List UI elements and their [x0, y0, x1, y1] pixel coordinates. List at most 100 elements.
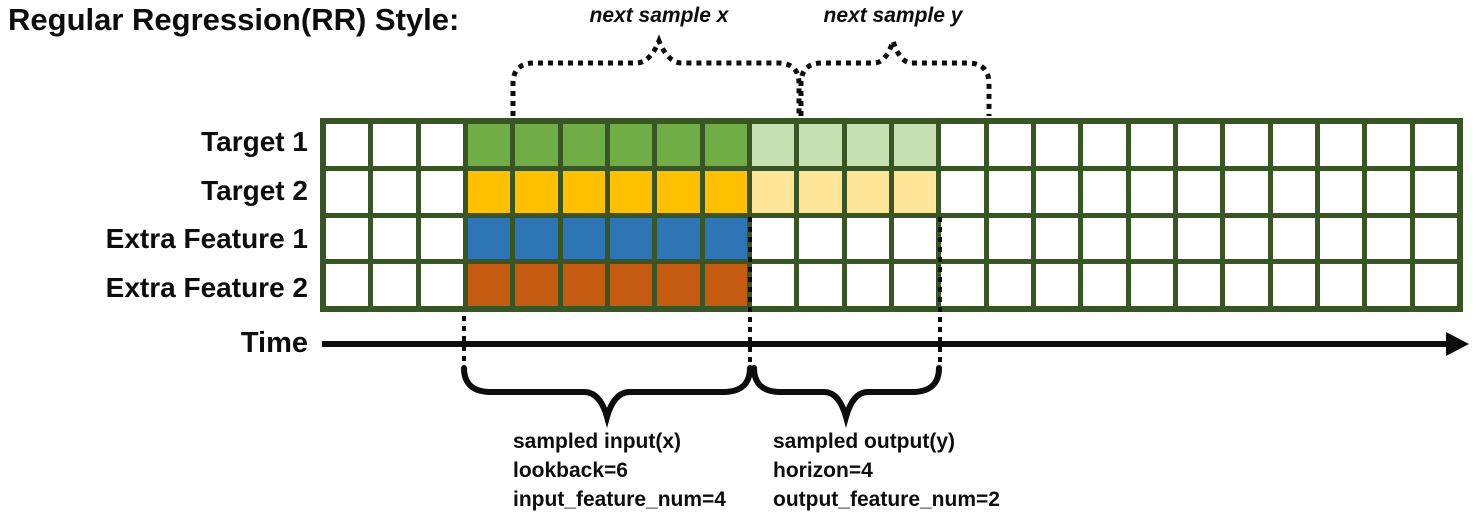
cell-r2-c3	[467, 217, 511, 260]
cell-r2-c14	[988, 217, 1031, 260]
cell-r2-c0	[326, 217, 369, 260]
cell-r0-c18	[1177, 124, 1221, 166]
cell-r2-c22	[1367, 217, 1410, 260]
cell-r3-c14	[988, 264, 1031, 306]
cell-r2-c4	[515, 217, 558, 260]
cell-r2-c15	[1035, 217, 1079, 260]
cell-r1-c11	[846, 170, 889, 213]
cell-r0-c21	[1319, 124, 1363, 166]
cell-r3-c2	[420, 264, 463, 306]
cell-r1-c2	[420, 170, 463, 213]
cell-r2-c2	[420, 217, 463, 260]
sampled-output-title: sampled output(y)	[773, 430, 955, 453]
cell-r1-c21	[1319, 170, 1363, 213]
cell-r2-c9	[751, 217, 795, 260]
cell-r0-c3	[467, 124, 511, 166]
cell-r1-c16	[1083, 170, 1126, 213]
cell-r2-c16	[1083, 217, 1126, 260]
cell-r0-c11	[846, 124, 889, 166]
sampled-output-brace	[751, 365, 942, 429]
cell-r2-c19	[1225, 217, 1268, 260]
cell-r1-c10	[799, 170, 842, 213]
page-title: Regular Regression(RR) Style:	[8, 2, 460, 37]
cell-r3-c9	[751, 264, 795, 306]
cell-r0-c0	[326, 124, 369, 166]
row-label: Extra Feature 2	[105, 271, 308, 303]
cell-r0-c13	[941, 124, 984, 166]
cell-r3-c23	[1414, 264, 1457, 306]
cell-r1-c17	[1130, 170, 1173, 213]
cell-r3-c11	[846, 264, 889, 306]
cell-r1-c7	[657, 170, 700, 213]
cell-r0-c15	[1035, 124, 1079, 166]
horizon-value: horizon=4	[773, 459, 873, 482]
cell-r3-c0	[326, 264, 369, 306]
cell-r0-c17	[1130, 124, 1173, 166]
cell-r2-c18	[1177, 217, 1221, 260]
next-sample-x-brace	[510, 34, 802, 116]
output-feature-num: output_feature_num=2	[773, 488, 1000, 511]
cell-r1-c20	[1272, 170, 1315, 213]
cell-r0-c9	[751, 124, 795, 166]
cell-r0-c22	[1367, 124, 1410, 166]
cell-r2-c21	[1319, 217, 1363, 260]
cell-r0-c14	[988, 124, 1031, 166]
cell-r0-c19	[1225, 124, 1268, 166]
cell-r2-c5	[562, 217, 605, 260]
cell-r1-c0	[326, 170, 369, 213]
next-sample-y-label: next sample y	[823, 4, 963, 27]
cell-r0-c1	[373, 124, 416, 166]
cell-r3-c20	[1272, 264, 1315, 306]
cell-r1-c8	[704, 170, 747, 213]
sampled-output-caption: sampled output(y) horizon=4 output_featu…	[773, 427, 1000, 514]
cell-r0-c23	[1414, 124, 1457, 166]
cell-r3-c10	[799, 264, 842, 306]
cell-r0-c5	[562, 124, 605, 166]
sampled-input-title: sampled input(x)	[513, 430, 682, 453]
sampled-input-caption: sampled input(x) lookback=6 input_featur…	[513, 427, 726, 514]
cell-r0-c2	[420, 124, 463, 166]
lookback-value: lookback=6	[513, 459, 628, 482]
cell-r1-c3	[467, 170, 511, 213]
cell-r3-c12	[893, 264, 937, 306]
cell-r1-c15	[1035, 170, 1079, 213]
cell-r2-c17	[1130, 217, 1173, 260]
cell-r3-c17	[1130, 264, 1173, 306]
cell-r3-c6	[609, 264, 653, 306]
cell-r1-c18	[1177, 170, 1221, 213]
cell-r1-c22	[1367, 170, 1410, 213]
cell-r3-c5	[562, 264, 605, 306]
cell-r1-c23	[1414, 170, 1457, 213]
sample-grid	[320, 118, 1463, 312]
cell-r3-c22	[1367, 264, 1410, 306]
cell-r1-c6	[609, 170, 653, 213]
cell-r1-c1	[373, 170, 416, 213]
cell-r2-c6	[609, 217, 653, 260]
cell-r0-c10	[799, 124, 842, 166]
cell-r1-c4	[515, 170, 558, 213]
cell-r3-c4	[515, 264, 558, 306]
cell-r0-c6	[609, 124, 653, 166]
cell-r3-c18	[1177, 264, 1221, 306]
cell-r1-c12	[893, 170, 937, 213]
cell-r3-c13	[941, 264, 984, 306]
cell-r1-c5	[562, 170, 605, 213]
cell-r2-c10	[799, 217, 842, 260]
row-label: Target 2	[201, 174, 308, 206]
cell-r3-c3	[467, 264, 511, 306]
cell-r2-c1	[373, 217, 416, 260]
sampled-input-brace	[461, 365, 753, 429]
cell-r0-c20	[1272, 124, 1315, 166]
cell-r0-c7	[657, 124, 700, 166]
cell-r0-c8	[704, 124, 747, 166]
cell-r1-c14	[988, 170, 1031, 213]
cell-r2-c7	[657, 217, 700, 260]
cell-r2-c23	[1414, 217, 1457, 260]
cell-r2-c20	[1272, 217, 1315, 260]
cell-r3-c15	[1035, 264, 1079, 306]
next-sample-y-brace	[798, 32, 992, 116]
cell-r0-c16	[1083, 124, 1126, 166]
cell-r3-c19	[1225, 264, 1268, 306]
cell-r2-c11	[846, 217, 889, 260]
